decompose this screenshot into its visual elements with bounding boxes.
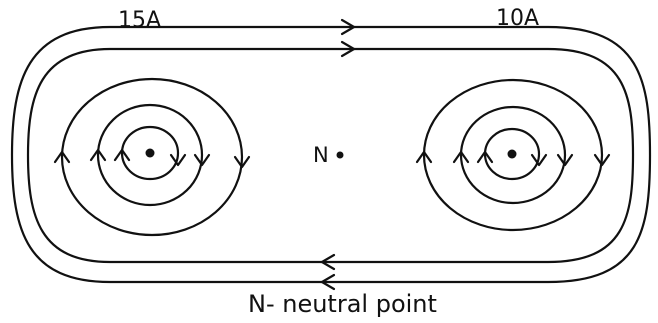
right-current-label: 10A: [496, 6, 539, 31]
right-field-ring-3: [422, 78, 604, 232]
outer-arrow-bottom-1: [320, 253, 336, 271]
left-ring-2-arrow-down: [193, 153, 211, 167]
diagram-caption: N- neutral point: [248, 290, 437, 318]
outer-arrow-bottom-2: [320, 273, 336, 291]
left-ring-3-arrow-up: [53, 150, 71, 164]
right-ring-3-arrow-down: [593, 153, 611, 167]
left-ring-2-arrow-up: [89, 148, 107, 162]
neutral-point-label: N: [313, 143, 329, 167]
right-ring-1-arrow-up: [476, 150, 494, 164]
outer-arrow-top-2: [340, 40, 356, 58]
right-field-ring-2: [459, 105, 567, 205]
left-ring-1-arrow-down: [169, 153, 187, 167]
outer-arrow-top-1: [340, 18, 356, 36]
right-ring-1-arrow-down: [530, 153, 548, 167]
right-field-ring-1: [483, 127, 541, 181]
neutral-point-dot: [336, 151, 344, 159]
left-field-ring-2: [96, 103, 204, 207]
right-ring-2-arrow-down: [556, 153, 574, 167]
outer-field-line-1: [10, 25, 652, 284]
left-current-label: 15A: [118, 8, 161, 33]
right-ring-2-arrow-up: [452, 150, 470, 164]
left-field-ring-1: [120, 125, 180, 181]
left-ring-1-arrow-up: [113, 148, 131, 162]
left-wire-dot: [145, 148, 155, 158]
left-field-ring-3: [60, 77, 244, 237]
left-ring-3-arrow-down: [233, 155, 251, 169]
right-wire-dot: [507, 149, 517, 159]
right-ring-3-arrow-up: [415, 150, 433, 164]
outer-field-line-2: [26, 47, 635, 264]
